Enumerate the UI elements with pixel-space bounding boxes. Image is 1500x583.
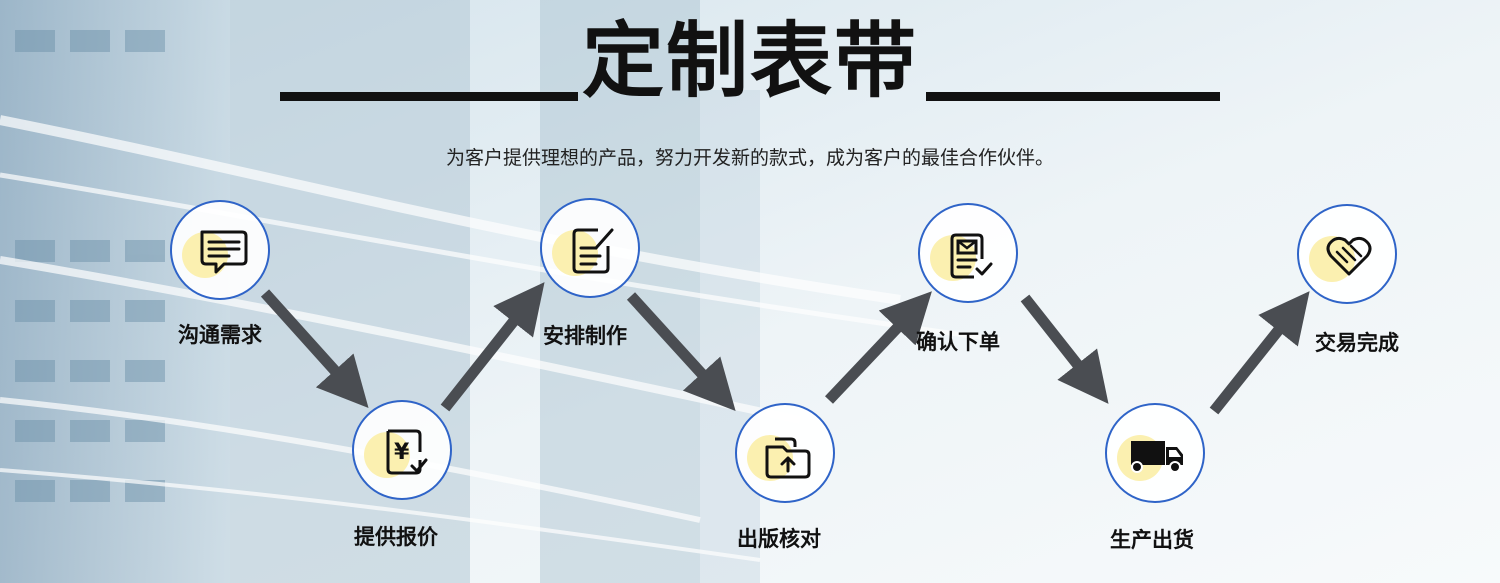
step-7-circle bbox=[1297, 204, 1397, 304]
step-2-label: 提供报价 bbox=[354, 521, 438, 551]
edit-document-icon bbox=[566, 224, 618, 276]
step-2-circle: ¥ bbox=[352, 400, 452, 500]
step-6-label: 生产出货 bbox=[1110, 524, 1194, 554]
step-4-label: 出版核对 bbox=[737, 523, 821, 553]
arrow-4 bbox=[829, 306, 918, 400]
step-3-label: 安排制作 bbox=[543, 320, 627, 350]
folder-upload-icon bbox=[761, 429, 813, 481]
step-6-circle bbox=[1105, 403, 1205, 503]
order-confirm-icon bbox=[944, 229, 996, 281]
price-document-icon: ¥ bbox=[378, 426, 430, 478]
step-5-label: 确认下单 bbox=[916, 326, 1000, 356]
delivery-truck-icon bbox=[1131, 429, 1183, 481]
arrow-6 bbox=[1214, 307, 1297, 411]
step-3-circle bbox=[540, 198, 640, 298]
handshake-icon bbox=[1323, 230, 1375, 282]
arrow-5 bbox=[1025, 298, 1096, 388]
svg-text:¥: ¥ bbox=[394, 440, 410, 465]
arrow-1 bbox=[265, 293, 355, 393]
step-4-circle bbox=[735, 403, 835, 503]
step-5-circle bbox=[918, 203, 1018, 303]
step-1-label: 沟通需求 bbox=[178, 319, 262, 349]
step-1-circle bbox=[170, 200, 270, 300]
arrow-2 bbox=[445, 298, 532, 408]
arrow-3 bbox=[631, 296, 722, 396]
step-7-label: 交易完成 bbox=[1315, 327, 1399, 357]
chat-bubble-icon bbox=[196, 226, 248, 278]
